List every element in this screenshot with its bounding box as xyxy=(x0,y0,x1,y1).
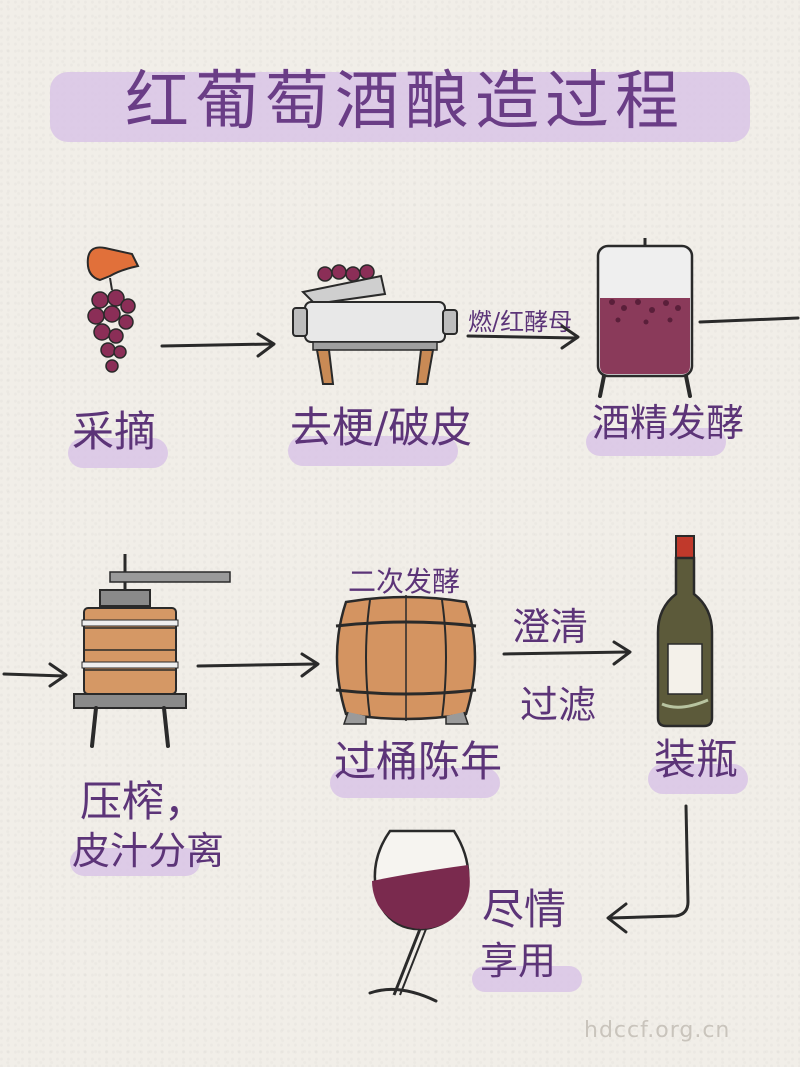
wine-press-icon xyxy=(73,554,231,748)
label-highlight xyxy=(648,764,748,794)
arrow-right-icon xyxy=(196,652,320,678)
fermentation-tank-icon xyxy=(596,238,694,398)
connector-line xyxy=(698,316,800,324)
step-enjoy-label-line2: 享用 xyxy=(480,939,557,983)
oak-barrel-icon xyxy=(335,595,477,725)
label-highlight xyxy=(70,848,200,876)
step-press-label-line1: 压榨， xyxy=(80,777,207,826)
label-highlight xyxy=(288,436,458,466)
label-highlight xyxy=(586,428,726,456)
arrow-right-icon xyxy=(160,332,276,358)
label-highlight xyxy=(330,768,500,798)
step-pick-label: 采摘 xyxy=(72,407,157,456)
step-press-label-line2: 皮汁分离 xyxy=(72,829,225,873)
second-ferment-annotation: 二次发酵 xyxy=(348,565,461,598)
page-title: 红葡萄酒酿造过程 xyxy=(125,65,685,139)
wine-bottle-icon xyxy=(656,535,714,728)
step-bottle-label: 装瓶 xyxy=(654,735,739,784)
arrow-right-icon xyxy=(2,662,68,688)
filter-annotation: 过滤 xyxy=(520,683,597,727)
curved-arrow-icon xyxy=(606,804,690,934)
step-destem-label: 去梗/破皮 xyxy=(290,403,473,452)
clarify-annotation: 澄清 xyxy=(512,605,589,649)
destemmer-machine-icon xyxy=(292,264,458,385)
label-highlight xyxy=(68,438,168,468)
step-barrel-label: 过桶陈年 xyxy=(334,737,503,786)
watermark: hdccf.org.cn xyxy=(584,1018,731,1043)
step-ferment-label: 酒精发酵 xyxy=(592,401,745,445)
arrow-right-icon xyxy=(466,324,580,350)
grape-picking-icon xyxy=(86,246,140,373)
yeast-annotation: 燃/红酵母 xyxy=(468,308,573,336)
wine-glass-icon xyxy=(368,829,470,1003)
label-highlight xyxy=(472,966,582,992)
title-highlight xyxy=(50,72,750,142)
arrow-right-icon xyxy=(502,640,632,666)
step-enjoy-label-line1: 尽情 xyxy=(482,885,567,934)
